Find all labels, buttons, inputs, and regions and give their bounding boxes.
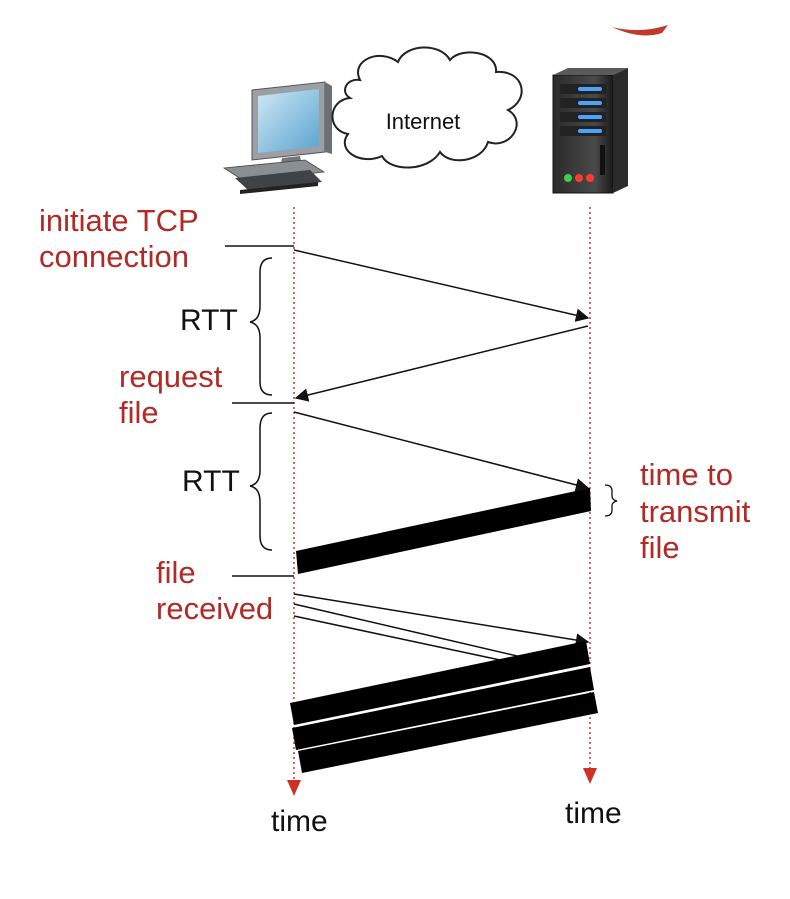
- client-timeline-arrowhead: [287, 780, 301, 796]
- server-timeline-arrowhead: [583, 768, 597, 784]
- response-bar-3: [298, 692, 598, 773]
- request-label-line1: request: [119, 359, 223, 394]
- received-label-line1: file: [156, 555, 196, 590]
- next-request-arrow-2: [293, 603, 561, 667]
- synack-arrow: [294, 325, 589, 402]
- rtt-label-first: RTT: [180, 304, 238, 337]
- client-time-label: time: [271, 805, 328, 838]
- next-request-arrow-3: [293, 615, 501, 661]
- rtt-brace-first: [249, 257, 273, 396]
- transmit-label-line1: time to: [640, 457, 734, 492]
- file-transmission-bar: [296, 488, 591, 574]
- transmit-brace: [604, 484, 618, 517]
- response-bar-2: [292, 667, 594, 750]
- internet-label: Internet: [386, 109, 461, 134]
- rtt-brace-second: [249, 412, 273, 551]
- response-bar-1: [290, 641, 590, 725]
- server-tower-icon: [552, 68, 628, 194]
- request-label-line2: file: [119, 395, 159, 430]
- desktop-computer-icon: [222, 81, 332, 194]
- internet-cloud: [331, 46, 523, 169]
- initiate-label-line1: initiate TCP: [39, 203, 199, 238]
- next-request-arrow-1: [293, 593, 590, 647]
- received-label-line2: received: [156, 591, 274, 626]
- rtt-label-second: RTT: [182, 465, 240, 498]
- transmit-label-line3: file: [640, 530, 680, 565]
- initiate-label-line2: connection: [39, 239, 189, 274]
- server-time-label: time: [565, 797, 622, 830]
- request-arrow: [293, 411, 590, 492]
- top-right-swoosh: [612, 25, 668, 36]
- syn-arrow: [293, 249, 590, 322]
- transmit-label-line2: transmit: [640, 494, 751, 529]
